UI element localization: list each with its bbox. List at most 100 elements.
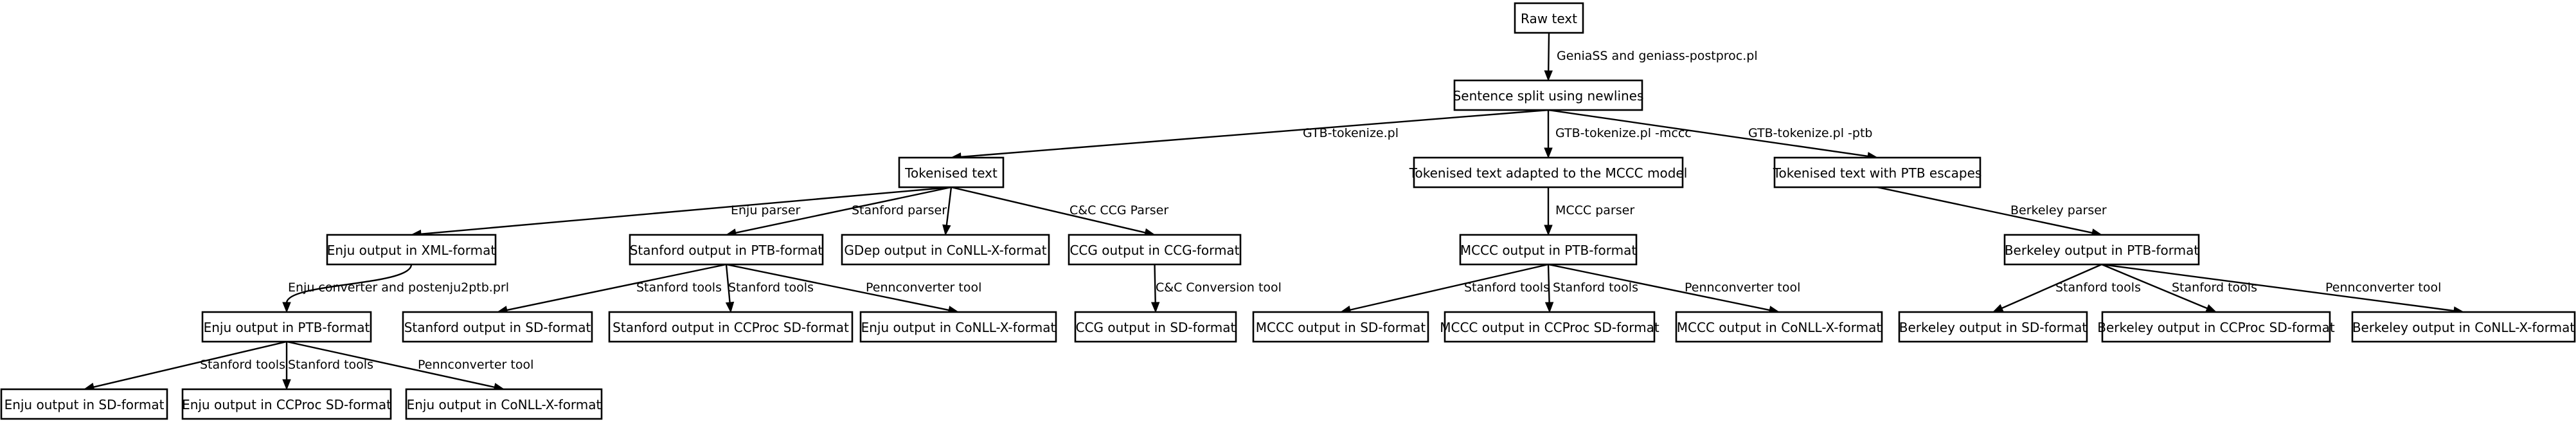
- edge-label-enju-tools-2: Stanford tools: [288, 358, 373, 372]
- node-box: [1675, 311, 1883, 343]
- node-ccg-sd: CCG output in SD-format: [1074, 311, 1237, 343]
- edge-label-ccg-conv: C&C Conversion tool: [1156, 281, 1282, 295]
- edge-split-to-tok_mccc: [1544, 110, 1553, 159]
- node-berkeley-conll: Berkeley output in CoNLL-X-format: [2351, 311, 2576, 343]
- edge-label-stanford-tools-1: Stanford tools: [636, 281, 722, 295]
- node-enju-ptb: Enju output in PTB-format: [201, 311, 372, 343]
- node-label: Enju output in CCProc SD-format: [182, 397, 391, 412]
- edge-label-berk-tools-1: Stanford tools: [2055, 281, 2141, 295]
- node-label: Enju output in CoNLL-X-format: [407, 397, 602, 412]
- node-raw: Raw text: [1514, 2, 1584, 34]
- edge-label-tok-ccg: C&C CCG Parser: [1069, 203, 1168, 217]
- node-tok-ptb: Tokenised text with PTB escapes: [1773, 156, 1982, 189]
- node-box: [326, 234, 497, 266]
- edge-tok_mccc-to-mccc_ptb: [1544, 187, 1553, 236]
- node-enju-sd: Enju output in SD-format: [0, 388, 168, 420]
- node-enju-conll-mid: Enju output in CoNLL-X-format: [859, 311, 1057, 343]
- node-label: Enju output in PTB-format: [204, 320, 370, 335]
- node-label: Tokenised text adapted to the MCCC model: [1409, 165, 1688, 181]
- node-mccc-sd: MCCC output in SD-format: [1252, 311, 1429, 343]
- node-label: Raw text: [1521, 11, 1577, 26]
- edge-line: [285, 264, 413, 304]
- node-label: Berkeley output in PTB-format: [2005, 243, 2199, 258]
- edge-line: [506, 263, 727, 311]
- node-mccc-ccproc: MCCC output in CCProc SD-format: [1440, 311, 1659, 343]
- node-label: Tokenised text with PTB escapes: [1773, 165, 1982, 181]
- node-box: [1453, 79, 1643, 111]
- edge-label-mccc-tools-2: Stanford tools: [1553, 281, 1638, 295]
- edge-split-to-tok: [950, 109, 1549, 161]
- edge-berkeley_ptb-to-berkeley_ccproc: [2101, 263, 2217, 313]
- node-label: GDep output in CoNLL-X-format: [844, 243, 1046, 258]
- edge-line: [945, 187, 953, 226]
- node-box: [2101, 311, 2331, 343]
- node-enju-xml: Enju output in XML-format: [326, 234, 497, 266]
- edge-line: [2001, 263, 2102, 309]
- edge-label-enju-penn: Pennconverter tool: [418, 358, 533, 372]
- arrowhead: [282, 379, 291, 391]
- edge-line: [1154, 264, 1156, 304]
- node-label: Stanford output in SD-format: [404, 320, 591, 335]
- node-label: Stanford output in CCProc SD-format: [613, 320, 849, 335]
- node-tok: Tokenised text: [898, 156, 1005, 189]
- edge-label-stanford-tools-2: Stanford tools: [728, 281, 814, 295]
- node-label: MCCC output in CoNLL-X-format: [1677, 320, 1882, 335]
- arrowhead: [2205, 304, 2217, 313]
- arrowhead: [725, 301, 735, 313]
- edge-label-berkeley-parser: Berkeley parser: [2010, 203, 2107, 217]
- node-label: Stanford output in PTB-format: [630, 243, 823, 258]
- node-enju-conll: Enju output in CoNLL-X-format: [405, 388, 603, 420]
- node-mccc-ptb: MCCC output in PTB-format: [1459, 234, 1638, 266]
- node-label: MCCC output in PTB-format: [1460, 243, 1637, 258]
- edge-label-pennconverter-1: Pennconverter tool: [866, 281, 981, 295]
- edge-ccg_ccg-to-ccg_sd: [1150, 264, 1160, 313]
- node-box: [629, 234, 824, 266]
- node-box: [1074, 311, 1237, 343]
- edge-label-enju-tools-1: Stanford tools: [200, 358, 285, 372]
- edge-enju_xml-to-enju_ptb: [282, 264, 413, 313]
- node-label: Berkeley output in SD-format: [1899, 320, 2088, 335]
- edge-mccc_ptb-to-mccc_ccproc: [1544, 264, 1554, 313]
- arrowhead: [1544, 70, 1553, 82]
- edge-line: [735, 186, 952, 234]
- edge-line: [420, 186, 952, 235]
- node-box: [2003, 234, 2200, 266]
- node-stanford-ptb: Stanford output in PTB-format: [629, 234, 824, 266]
- node-label: MCCC output in SD-format: [1256, 320, 1426, 335]
- node-label: Enju output in XML-format: [327, 243, 496, 258]
- node-box: [841, 234, 1050, 266]
- node-box: [1459, 234, 1638, 266]
- arrowhead: [1544, 147, 1553, 159]
- arrowhead: [282, 302, 291, 313]
- edge-line: [286, 340, 496, 389]
- arrowhead: [1992, 304, 2004, 313]
- node-label: CCG output in CCG-format: [1069, 243, 1239, 258]
- node-box: [181, 388, 392, 420]
- edge-raw-to-split: [1544, 32, 1553, 82]
- edge-label-split-mccc: GTB-tokenize.pl -mccc: [1555, 126, 1692, 140]
- node-box: [859, 311, 1057, 343]
- edge-line: [1547, 264, 1550, 304]
- node-box: [405, 388, 603, 420]
- node-box: [1444, 311, 1656, 343]
- edge-label-enju-conv: Enju converter and postenju2ptb.prl: [288, 281, 509, 295]
- node-label: Tokenised text: [904, 165, 997, 181]
- node-berkeley-ptb: Berkeley output in PTB-format: [2003, 234, 2200, 266]
- edge-label-berk-tools-2: Stanford tools: [2172, 281, 2257, 295]
- edge-enju_ptb-to-enju_ccproc: [282, 342, 291, 391]
- edge-line: [1548, 263, 1771, 311]
- edge-line: [2101, 263, 2208, 309]
- node-label: Enju output in CoNLL-X-format: [861, 320, 1056, 335]
- arrowhead: [1544, 225, 1553, 236]
- edge-label-split-tok: GTB-tokenize.pl: [1303, 126, 1399, 140]
- edge-label-raw-split: GeniaSS and geniass-postproc.pl: [1557, 49, 1758, 63]
- node-label: Berkeley output in CoNLL-X-format: [2352, 320, 2575, 335]
- edge-label-mccc-parser: MCCC parser: [1555, 203, 1634, 217]
- node-berkeley-sd: Berkeley output in SD-format: [1898, 311, 2088, 343]
- node-label: Sentence split using newlines: [1453, 88, 1644, 104]
- node-box: [898, 156, 1005, 189]
- node-box: [2351, 311, 2576, 343]
- edge-line: [1877, 186, 2093, 234]
- node-mccc-conll: MCCC output in CoNLL-X-format: [1675, 311, 1883, 343]
- node-box: [1252, 311, 1429, 343]
